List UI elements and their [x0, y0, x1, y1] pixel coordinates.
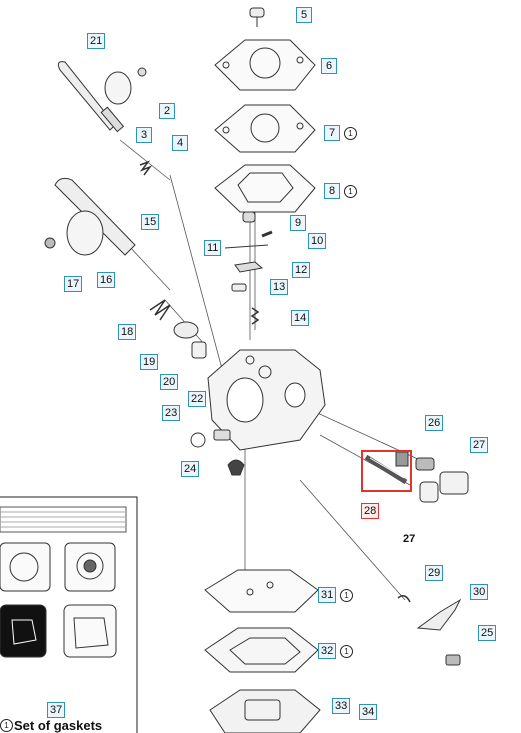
callout-16[interactable]: 16	[97, 272, 116, 288]
part-spring-18-19-20	[149, 299, 207, 359]
callout-24[interactable]: 24	[181, 461, 200, 477]
part-diaphragm-31	[204, 569, 319, 613]
callout-10[interactable]: 10	[308, 233, 327, 249]
part-lever-21	[57, 61, 147, 133]
callout-8[interactable]: 8	[324, 183, 340, 199]
callout-7[interactable]: 7	[324, 125, 340, 141]
note-marker: 1	[0, 719, 13, 732]
part-pump-diaphragm-7	[214, 104, 316, 153]
callout-19[interactable]: 19	[140, 354, 159, 370]
callout-31[interactable]: 31	[318, 587, 337, 603]
callout-22[interactable]: 22	[188, 391, 207, 407]
callout-30[interactable]: 30	[470, 584, 489, 600]
gasket-set-caption: Set of gaskets	[14, 718, 103, 733]
callout-26[interactable]: 26	[425, 415, 444, 431]
callout-12[interactable]: 12	[292, 262, 311, 278]
callout-13[interactable]: 13	[270, 279, 289, 295]
callout-11[interactable]: 11	[204, 240, 222, 256]
part-spring-4	[139, 160, 153, 176]
callout-14[interactable]: 14	[291, 310, 310, 326]
part-29-30-25	[397, 595, 462, 666]
note-marker: 1	[344, 185, 357, 198]
part-needle-28	[364, 451, 409, 485]
part-screw-5	[249, 7, 265, 27]
note-marker: 1	[344, 127, 357, 140]
part-26-27	[415, 457, 469, 503]
part-22-23-24	[190, 429, 245, 476]
highlight-box-part-28	[361, 450, 412, 492]
callout-29[interactable]: 29	[425, 565, 444, 581]
part-gasket-8	[214, 164, 316, 213]
part-lever-15	[44, 177, 136, 256]
gasket-set-panel	[0, 496, 138, 733]
callout-6[interactable]: 6	[321, 58, 337, 74]
part-carburetor-body	[207, 349, 326, 451]
callout-34[interactable]: 34	[359, 704, 378, 720]
callout-9[interactable]: 9	[290, 215, 306, 231]
callout-15[interactable]: 15	[141, 214, 160, 230]
part-pump-cover-6	[214, 39, 316, 91]
callout-17[interactable]: 17	[64, 276, 83, 292]
note-marker: 1	[340, 589, 353, 602]
callout-28[interactable]: 28	[361, 503, 380, 519]
callout-4[interactable]: 4	[172, 135, 188, 151]
callout-3[interactable]: 3	[136, 127, 152, 143]
callout-23[interactable]: 23	[162, 405, 181, 421]
callout-27[interactable]: 27	[470, 437, 489, 453]
callout-37[interactable]: 37	[47, 702, 66, 718]
callout-33[interactable]: 33	[332, 698, 351, 714]
part-cover-33	[209, 689, 321, 733]
part-gasket-32	[204, 627, 319, 673]
note-marker: 1	[340, 645, 353, 658]
callout-21[interactable]: 21	[87, 33, 106, 49]
part-needle-9-14	[224, 211, 273, 325]
callout-32[interactable]: 32	[318, 643, 337, 659]
callout-18[interactable]: 18	[118, 324, 137, 340]
label-27-plain: 27	[403, 533, 416, 545]
callout-2[interactable]: 2	[159, 103, 175, 119]
callout-25[interactable]: 25	[478, 625, 497, 641]
callout-20[interactable]: 20	[160, 374, 179, 390]
callout-5[interactable]: 5	[296, 7, 312, 23]
